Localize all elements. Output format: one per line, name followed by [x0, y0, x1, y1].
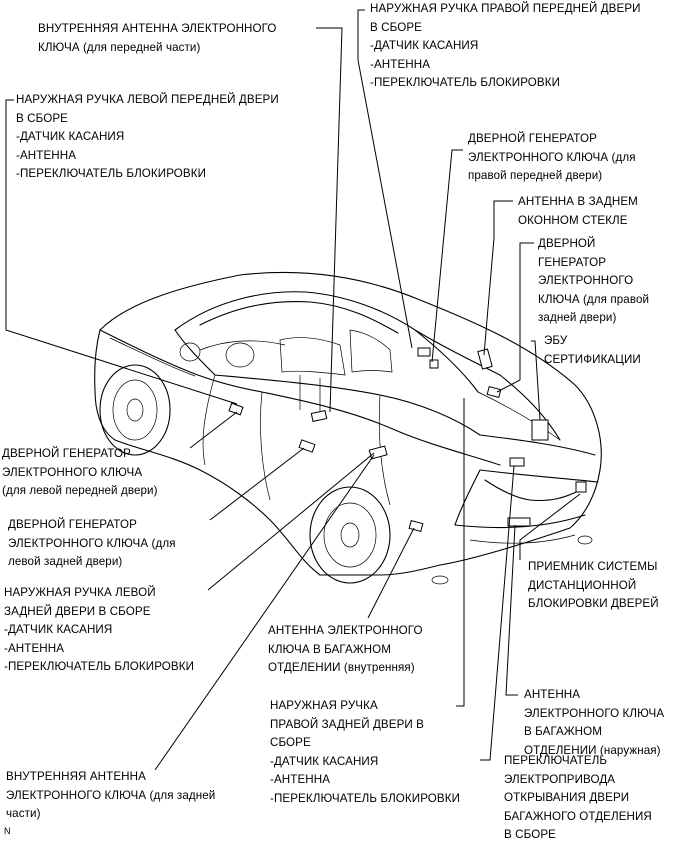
label-line: БАГАЖНОГО ОТДЕЛЕНИЯ — [504, 809, 652, 823]
label-line: АНТЕННА — [524, 688, 581, 701]
label-trunk-opener-switch: ПЕРЕКЛЮЧАТЕЛЬ ЭЛЕКТРОПРИВОДА ОТКРЫВАНИЯ … — [504, 752, 652, 845]
label-line: ЭЛЕКТРОННОГО — [538, 274, 634, 288]
label-line: ЭЛЕКТРОПРИВОДА — [504, 772, 616, 786]
label-line: ЭЛЕКТРОННОГО КЛЮЧА — [524, 706, 665, 720]
label-line: -АНТЕННА — [270, 773, 331, 787]
label-line: ЭБУ — [544, 334, 568, 347]
label-line: ЗАДНЕЙ ДВЕРИ В СБОРЕ — [4, 604, 151, 618]
label-line: ОКОННОМ СТЕКЛЕ — [518, 213, 628, 227]
label-line: В БАГАЖНОМ — [524, 725, 603, 739]
label-line: В СБОРЕ — [370, 20, 422, 34]
diagram-code: N — [4, 826, 11, 836]
label-line: правой передней двери) — [468, 169, 603, 183]
label-luggage-outer-antenna: АНТЕННА ЭЛЕКТРОННОГО КЛЮЧА В БАГАЖНОМ ОТ… — [524, 686, 664, 760]
label-line: НАРУЖНАЯ РУЧКА ЛЕВОЙ — [4, 586, 156, 599]
label-line: -ДАТЧИК КАСАНИЯ — [370, 39, 479, 53]
label-line: НАРУЖНАЯ РУЧКА ЛЕВОЙ ПЕРЕДНЕЙ ДВЕРИ — [16, 93, 279, 106]
label-line: КЛЮЧА (для правой — [538, 292, 650, 306]
label-line: (для левой передней двери) — [2, 484, 158, 498]
label-line: ВНУТРЕННЯЯ АНТЕННА ЭЛЕКТРОННОГО — [38, 22, 277, 35]
label-line: -ДАТЧИК КАСАНИЯ — [4, 623, 113, 637]
label-line: ДВЕРНОЙ ГЕНЕРАТОР — [468, 132, 597, 145]
label-rf-door-oscillator: ДВЕРНОЙ ГЕНЕРАТОР ЭЛЕКТРОННОГО КЛЮЧА (дл… — [468, 130, 636, 186]
label-line: ГЕНЕРАТОР — [538, 255, 607, 269]
label-rr-door-handle: НАРУЖНАЯ РУЧКА ПРАВОЙ ЗАДНЕЙ ДВЕРИ В СБО… — [270, 697, 460, 809]
label-line: ПРИЕМНИК СИСТЕМЫ — [528, 560, 658, 573]
label-remote-receiver: ПРИЕМНИК СИСТЕМЫ ДИСТАНЦИОННОЙ БЛОКИРОВК… — [528, 558, 659, 614]
label-line: части) — [6, 807, 41, 821]
label-line: СЕРТИФИКАЦИИ — [544, 352, 641, 366]
label-line: АНТЕННА В ЗАДНЕМ — [518, 195, 638, 208]
label-line: -ДАТЧИК КАСАНИЯ — [270, 754, 379, 768]
label-lr-door-oscillator: ДВЕРНОЙ ГЕНЕРАТОР ЭЛЕКТРОННОГО КЛЮЧА (дл… — [8, 516, 176, 572]
label-line: -ПЕРЕКЛЮЧАТЕЛЬ БЛОКИРОВКИ — [4, 660, 195, 674]
label-line: задней двери) — [538, 311, 617, 325]
label-line: -АНТЕННА — [16, 148, 77, 162]
label-line: ЭЛЕКТРОННОГО КЛЮЧА — [2, 465, 143, 479]
label-line: СБОРЕ — [270, 736, 311, 750]
label-line: ДВЕРНОЙ ГЕНЕРАТОР — [8, 518, 137, 531]
label-rear-window-antenna: АНТЕННА В ЗАДНЕМ ОКОННОМ СТЕКЛЕ — [518, 193, 638, 230]
label-line: -ПЕРЕКЛЮЧАТЕЛЬ БЛОКИРОВКИ — [16, 167, 207, 181]
label-line: -ПЕРЕКЛЮЧАТЕЛЬ БЛОКИРОВКИ — [270, 791, 461, 805]
label-line: КЛЮЧА (для передней части) — [38, 40, 201, 54]
label-line: ОТДЕЛЕНИИ (наружная) — [524, 743, 661, 757]
label-line: -ПЕРЕКЛЮЧАТЕЛЬ БЛОКИРОВКИ — [370, 76, 561, 90]
label-line: -АНТЕННА — [4, 641, 65, 655]
label-line: ПРАВОЙ ЗАДНЕЙ ДВЕРИ В — [270, 717, 425, 731]
label-line: КЛЮЧА В БАГАЖНОМ — [268, 642, 391, 656]
label-line: АНТЕННА ЭЛЕКТРОННОГО — [268, 624, 423, 637]
label-line: ЭЛЕКТРОННОГО КЛЮЧА (для — [468, 150, 636, 164]
label-certification-ecu: ЭБУ СЕРТИФИКАЦИИ — [544, 332, 641, 369]
label-luggage-inner-antenna: АНТЕННА ЭЛЕКТРОННОГО КЛЮЧА В БАГАЖНОМ ОТ… — [268, 622, 423, 678]
label-rr-door-oscillator: ДВЕРНОЙ ГЕНЕРАТОР ЭЛЕКТРОННОГО КЛЮЧА (дл… — [538, 235, 649, 328]
label-inner-antenna-rear: ВНУТРЕННЯЯ АНТЕННА ЭЛЕКТРОННОГО КЛЮЧА (д… — [6, 768, 215, 824]
label-line: ОТДЕЛЕНИИ (внутренняя) — [268, 661, 415, 675]
label-line: НАРУЖНАЯ РУЧКА ПРАВОЙ ПЕРЕДНЕЙ ДВЕРИ — [370, 2, 641, 15]
label-line: ЭЛЕКТРОННОГО КЛЮЧА (для — [8, 536, 176, 550]
label-line: -АНТЕННА — [370, 57, 431, 71]
label-rf-door-handle: НАРУЖНАЯ РУЧКА ПРАВОЙ ПЕРЕДНЕЙ ДВЕРИ В С… — [370, 0, 641, 93]
label-line: ДВЕРНОЙ ГЕНЕРАТОР — [2, 447, 131, 460]
label-line: ЭЛЕКТРОННОГО КЛЮЧА (для задней — [6, 788, 216, 802]
label-lf-door-oscillator: ДВЕРНОЙ ГЕНЕРАТОР ЭЛЕКТРОННОГО КЛЮЧА (дл… — [2, 445, 158, 501]
label-line: левой задней двери) — [8, 555, 123, 569]
label-line: ДВЕРНОЙ — [538, 237, 596, 250]
label-line: ДИСТАНЦИОННОЙ — [528, 578, 637, 592]
label-line: ПЕРЕКЛЮЧАТЕЛЬ — [504, 754, 608, 767]
label-line: В СБОРЕ — [504, 828, 556, 842]
label-line: ВНУТРЕННЯЯ АНТЕННА — [6, 770, 146, 783]
label-line: В СБОРЕ — [16, 111, 68, 125]
leader-lines — [5, 9, 581, 771]
car-illustration — [94, 271, 602, 585]
label-lf-door-handle: НАРУЖНАЯ РУЧКА ЛЕВОЙ ПЕРЕДНЕЙ ДВЕРИ В СБ… — [16, 91, 279, 184]
label-line: ОТКРЫВАНИЯ ДВЕРИ — [504, 791, 630, 805]
label-line: -ДАТЧИК КАСАНИЯ — [16, 130, 125, 144]
label-line: БЛОКИРОВКИ ДВЕРЕЙ — [528, 597, 659, 611]
label-lr-door-handle: НАРУЖНАЯ РУЧКА ЛЕВОЙ ЗАДНЕЙ ДВЕРИ В СБОР… — [4, 584, 194, 677]
label-inner-antenna-front: ВНУТРЕННЯЯ АНТЕННА ЭЛЕКТРОННОГО КЛЮЧА (д… — [38, 20, 276, 57]
label-line: НАРУЖНАЯ РУЧКА — [270, 699, 378, 712]
